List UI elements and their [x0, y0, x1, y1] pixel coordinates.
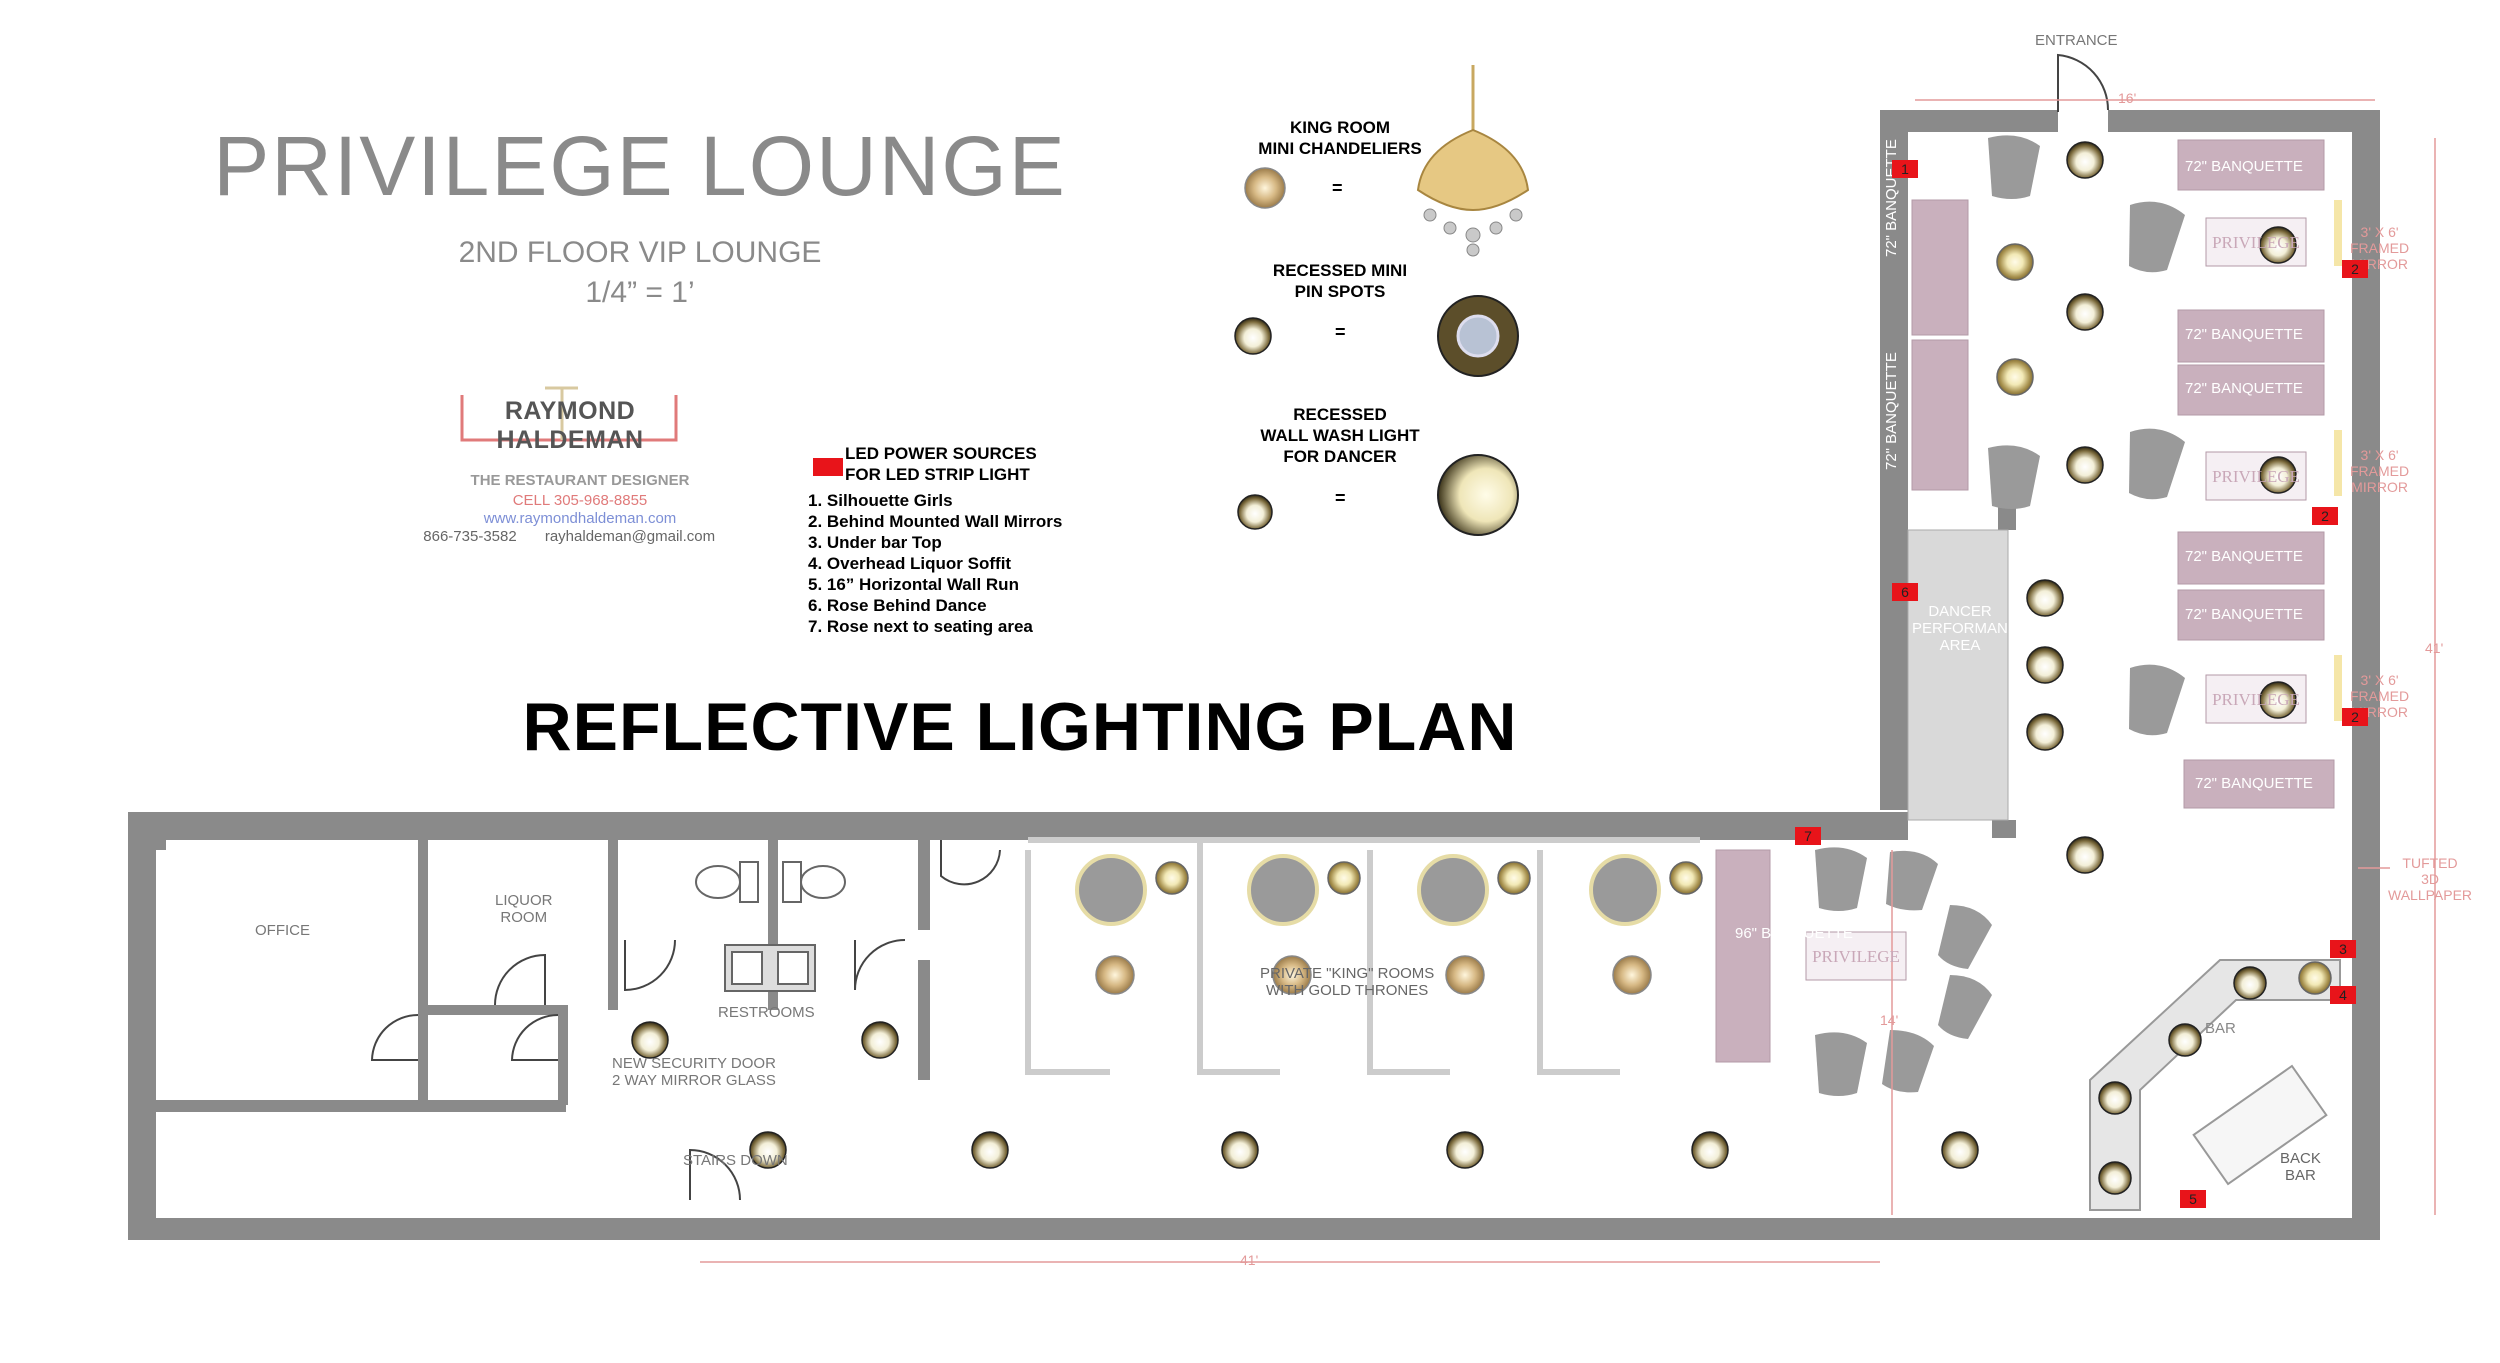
led-marker: 3: [2330, 940, 2356, 958]
dimension-right: 41': [2425, 640, 2444, 656]
led-marker: 5: [2180, 1190, 2206, 1208]
led-legend-item: 7. Rose next to seating area: [808, 617, 1033, 636]
label-dancer-area: DANCER PERFORMANCE AREA: [1912, 603, 2029, 654]
room-office: OFFICE: [255, 922, 310, 939]
key-chandelier-label: KING ROOM MINI CHANDELIERS: [1258, 118, 1422, 158]
led-marker: 7: [1795, 827, 1821, 845]
led-marker: 2: [2342, 708, 2368, 726]
key-wall-wash-label: RECESSED WALL WASH LIGHT FOR DANCER: [1260, 405, 1420, 466]
banquette-label: 96" BANQUETTE: [1735, 925, 1853, 942]
label-entrance: ENTRANCE: [2035, 32, 2118, 49]
designer-logo: RAYMOND HALDEMAN: [455, 385, 685, 454]
dimension-bar-side: 14': [1880, 1012, 1899, 1028]
banquette-label: 72" BANQUETTE: [2195, 775, 2313, 792]
led-legend-heading: LED POWER SOURCES FOR LED STRIP LIGHT: [845, 444, 1037, 484]
key-equals: =: [1332, 178, 1343, 198]
key-pin-spot-icon: [1234, 295, 1519, 377]
led-legend-item: 3. Under bar Top: [808, 533, 942, 552]
led-marker: 2: [2342, 260, 2368, 278]
label-bar: BAR: [2205, 1020, 2236, 1037]
recessed-pin-spots: [631, 141, 2297, 1195]
restroom-fixtures: [695, 861, 846, 992]
designer-logo-text: RAYMOND HALDEMAN: [496, 397, 644, 454]
banquette-label: 72" BANQUETTE: [2185, 158, 2303, 175]
designer-email[interactable]: rayhaldeman@gmail.com: [544, 528, 716, 545]
key-pin-spot-label: RECESSED MINI PIN SPOTS: [1272, 261, 1408, 301]
mirror-note: 3' X 6' FRAMED MIRROR: [2350, 447, 2410, 495]
key-equals: =: [1335, 488, 1346, 508]
banquettes: [1715, 139, 2335, 1063]
led-marker: 1: [1892, 160, 1918, 178]
bar-counter: [2089, 959, 2341, 1211]
wallpaper-note: TUFTED 3D WALLPAPER: [2388, 855, 2473, 903]
label-back-bar: BACK BAR: [2280, 1150, 2321, 1184]
framed-mirrors: [2334, 200, 2342, 721]
drawing-scale: 1/4” = 1’: [585, 276, 695, 309]
dancer-performance-area: [1907, 529, 2009, 821]
designer-website[interactable]: www.raymondhaldeman.com: [483, 510, 677, 527]
svg-text:PRIVILEGE: PRIVILEGE: [2212, 690, 2300, 709]
led-marker: 6: [1892, 583, 1918, 601]
plan-title: REFLECTIVE LIGHTING PLAN: [522, 689, 1518, 765]
walls: [128, 110, 2380, 1240]
key-equals: =: [1335, 322, 1346, 342]
label-security-door: NEW SECURITY DOOR 2 WAY MIRROR GLASS: [612, 1055, 776, 1089]
dimension-top: 16': [2118, 90, 2137, 106]
banquette-label: 72" BANQUETTE: [2185, 326, 2303, 343]
banquette-label: 72" BANQUETTE: [2185, 606, 2303, 623]
banquette-label: 72" BANQUETTE: [2185, 380, 2303, 397]
gold-thrones: [1075, 854, 1661, 926]
room-restrooms: RESTROOMS: [718, 1004, 815, 1021]
doors: [370, 53, 2110, 1201]
banquette-label: 72" BANQUETTE: [1883, 352, 1900, 470]
gold-pin-spots: [1155, 243, 2332, 995]
svg-text:PRIVILEGE: PRIVILEGE: [1812, 947, 1900, 966]
banquette-label: 72" BANQUETTE: [1883, 139, 1900, 257]
led-legend-item: 5. 16” Horizontal Wall Run: [808, 575, 1019, 594]
key-wall-wash-icon: [1237, 454, 1519, 536]
led-swatch: [813, 458, 843, 476]
dimension-lines: [700, 99, 2436, 1263]
designer-cell: CELL 305-968-8855: [512, 492, 648, 509]
key-chandelier-icon: [1244, 65, 1530, 257]
page-title: PRIVILEGE LOUNGE: [213, 119, 1067, 213]
privilege-plaques: PRIVILEGE PRIVILEGE PRIVILEGE PRIVILEGE: [1812, 233, 2300, 966]
led-legend-item: 4. Overhead Liquor Soffit: [808, 554, 1012, 573]
banquette-label: 72" BANQUETTE: [2185, 548, 2303, 565]
lounge-chairs: [1815, 135, 2185, 1096]
designer-phone: 866-735-3582: [423, 528, 517, 545]
designer-tagline: THE RESTAURANT DESIGNER: [470, 472, 690, 489]
label-stairs: STAIRS DOWN: [683, 1152, 788, 1169]
led-legend-item: 2. Behind Mounted Wall Mirrors: [808, 512, 1063, 531]
svg-text:PRIVILEGE: PRIVILEGE: [2212, 233, 2300, 252]
room-liquor: LIQUOR ROOM: [495, 892, 553, 926]
room-king-rooms: PRIVATE "KING" ROOMS WITH GOLD THRONES: [1260, 965, 1435, 999]
page-subtitle: 2ND FLOOR VIP LOUNGE: [458, 236, 822, 269]
mini-chandeliers: [1095, 955, 1652, 995]
led-legend-item: 1. Silhouette Girls: [808, 491, 953, 510]
designer-logo-mark: [460, 386, 678, 442]
led-legend-list: 1. Silhouette Girls 2. Behind Mounted Wa…: [808, 490, 1062, 637]
led-legend-item: 6. Rose Behind Dance: [808, 596, 987, 615]
king-room-partitions: [1025, 837, 1700, 1075]
led-marker: 4: [2330, 986, 2356, 1004]
wall-wash-lights: [2026, 579, 2064, 751]
svg-text:PRIVILEGE: PRIVILEGE: [2212, 467, 2300, 486]
led-marker: 2: [2312, 507, 2338, 525]
dimension-bottom: 41': [1240, 1252, 1259, 1268]
